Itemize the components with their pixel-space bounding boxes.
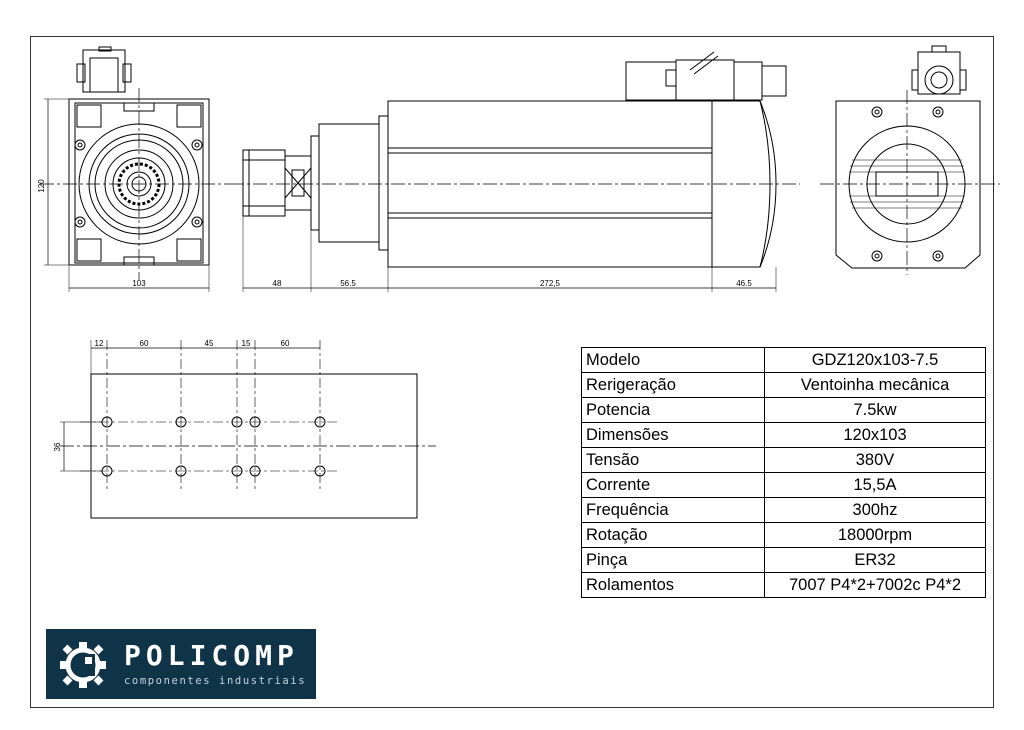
spec-label: Rolamentos [581, 572, 765, 598]
spec-value: 120x103 [764, 422, 986, 448]
dim-side-4: 46.5 [736, 279, 752, 288]
dim-plate-1: 12 [95, 339, 104, 348]
dim-front-height: 120 [37, 179, 46, 193]
spec-label: Modelo [581, 347, 765, 373]
dim-front-width: 103 [132, 279, 146, 288]
spec-label: Tensão [581, 447, 765, 473]
spec-value: 15,5A [764, 472, 986, 498]
spec-value: 7.5kw [764, 397, 986, 423]
spec-value: ER32 [764, 547, 986, 573]
side-view [230, 51, 800, 292]
spec-label: Rerigeração [581, 372, 765, 398]
spec-value: 7007 P4*2+7002c P4*2 [764, 572, 986, 598]
drawing-frame [30, 36, 994, 708]
dim-plate-2: 60 [140, 339, 149, 348]
spec-label: Corrente [581, 472, 765, 498]
spec-label: Frequência [581, 497, 765, 523]
dim-side-2: 56.5 [340, 279, 356, 288]
mounting-plate [60, 340, 436, 519]
spec-label: Potencia [581, 397, 765, 423]
rear-view [820, 45, 1000, 275]
spec-label: Pinça [581, 547, 765, 573]
spec-value: 300hz [764, 497, 986, 523]
logo-wordmark: POLICOMP [124, 639, 299, 672]
gear-logo-icon [60, 642, 106, 688]
front-view [40, 46, 230, 292]
logo-tagline: componentes industriais [124, 675, 307, 687]
policomp-logo: POLICOMP componentes industriais [46, 629, 316, 699]
spec-label: Rotação [581, 522, 765, 548]
dim-plate-3: 45 [205, 339, 214, 348]
spec-value: GDZ120x103-7.5 [764, 347, 986, 373]
dim-side-1: 48 [273, 279, 282, 288]
spec-value: 380V [764, 447, 986, 473]
dim-plate-left: 36 [53, 442, 62, 451]
dim-side-3: 272,5 [540, 279, 561, 288]
spec-label: Dimensões [581, 422, 765, 448]
dim-plate-4: 15 [242, 339, 251, 348]
spec-value: 18000rpm [764, 522, 986, 548]
spec-value: Ventoinha mecânica [764, 372, 986, 398]
dim-plate-5: 60 [281, 339, 290, 348]
